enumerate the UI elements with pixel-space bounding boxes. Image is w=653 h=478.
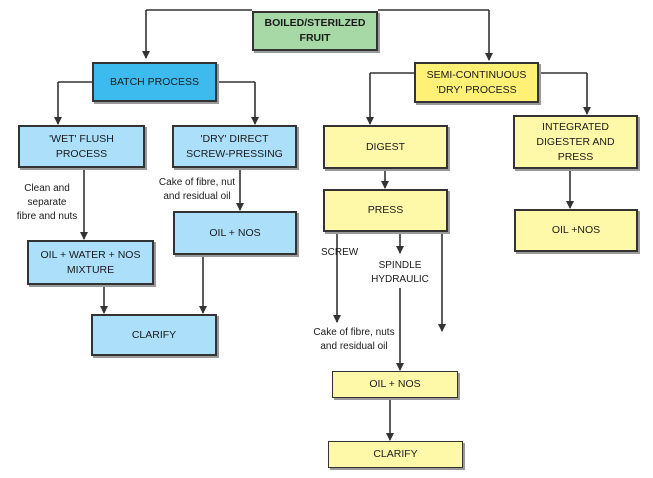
node-batch-process: BATCH PROCESS bbox=[92, 62, 217, 102]
label-screw: SCREW bbox=[321, 247, 359, 258]
node-boiled-sterilized-fruit: BOILED/STERILZED FRUIT bbox=[252, 11, 378, 51]
node-oil-water-nos-mixture: OIL + WATER + NOS MIXTURE bbox=[27, 240, 154, 285]
node-clarify-semi: CLARIFY bbox=[328, 441, 463, 468]
node-dry-direct-screw-pressing: 'DRY' DIRECT SCREW-PRESSING bbox=[172, 125, 297, 168]
node-wet-flush-process: 'WET' FLUSH PROCESS bbox=[18, 125, 145, 168]
label-cake-batch: Cake of fibre, nut and residual oil bbox=[158, 177, 236, 202]
node-oil-nos-batch: OIL + NOS bbox=[173, 211, 297, 255]
label-cake-semi: Cake of fibre, nuts and residual oil bbox=[313, 327, 395, 352]
label-clean-separate: Clean and separate fibre and nuts bbox=[16, 183, 78, 222]
node-press: PRESS bbox=[323, 189, 448, 232]
node-oil-nos-integrated: OIL +NOS bbox=[514, 209, 638, 252]
node-oil-nos-semi: OIL + NOS bbox=[332, 371, 458, 398]
node-digest: DIGEST bbox=[323, 125, 448, 169]
label-spindle-hydraulic: SPINDLE HYDRAULIC bbox=[371, 260, 429, 285]
node-semi-continuous-dry-process: SEMI-CONTINUOUS 'DRY' PROCESS bbox=[414, 62, 539, 103]
node-clarify-batch: CLARIFY bbox=[91, 314, 217, 356]
node-integrated-digester-and-press: INTEGRATED DIGESTER AND PRESS bbox=[513, 115, 638, 169]
